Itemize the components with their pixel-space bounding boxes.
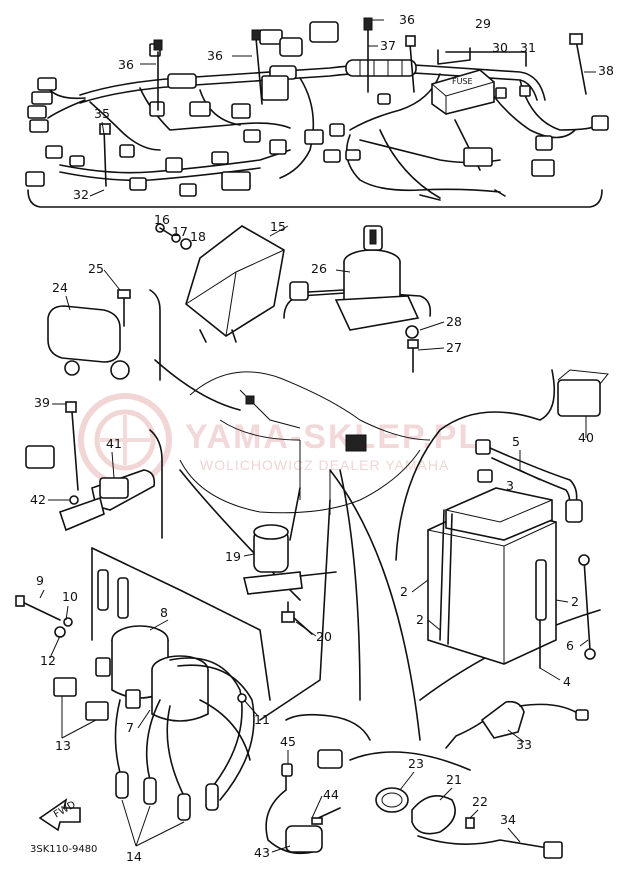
callout-29: 29 — [475, 16, 491, 31]
callout-28: 28 — [446, 314, 462, 329]
callout-43: 43 — [254, 845, 270, 860]
callout-leaders — [39, 19, 596, 853]
callout-18: 18 — [190, 229, 206, 244]
main-switch — [283, 225, 432, 331]
callout-32: 32 — [73, 187, 89, 202]
callout-16: 16 — [154, 212, 170, 227]
ignition-coils — [15, 547, 271, 821]
harness-group-bracket — [27, 189, 603, 208]
callout-23: 23 — [408, 756, 424, 771]
washer-17 — [171, 233, 181, 243]
forward-arrow-icon: FWD — [38, 798, 81, 832]
nut-18 — [180, 238, 192, 250]
speed-sensor-group — [265, 713, 371, 855]
callout-42: 42 — [30, 492, 46, 507]
callout-4: 4 — [563, 674, 571, 689]
watermark-main-text: YAMA-SKLEP.PL — [185, 418, 481, 456]
diagram-reference-code: 3SK110-9480 — [30, 844, 97, 855]
callout-39: 39 — [34, 395, 50, 410]
callout-2: 2 — [571, 594, 579, 609]
battery-group — [395, 369, 609, 701]
screw-20 — [281, 601, 313, 635]
callout-25: 25 — [88, 261, 104, 276]
callout-3: 3 — [506, 478, 514, 493]
callout-7: 7 — [126, 720, 134, 735]
leader-line — [329, 469, 421, 741]
callout-27: 27 — [446, 340, 462, 355]
callout-2: 2 — [400, 584, 408, 599]
rear-brake-switch — [445, 700, 589, 749]
relay-bracket-group — [25, 401, 163, 539]
callout-33: 33 — [516, 737, 532, 752]
callout-12: 12 — [40, 653, 56, 668]
callout-14: 14 — [126, 849, 142, 864]
callout-31: 31 — [520, 40, 536, 55]
main-wire-harness — [47, 59, 601, 199]
callout-20: 20 — [316, 629, 332, 644]
rectifier-regulator — [47, 289, 161, 381]
watermark-sub-text: WOLICHOWICZ DEALER YAMAHA — [200, 457, 449, 473]
washer-28 — [405, 325, 419, 339]
callout-26: 26 — [311, 261, 327, 276]
callout-19: 19 — [225, 549, 241, 564]
callout-15: 15 — [270, 219, 286, 234]
callout-36: 36 — [399, 12, 415, 27]
pickup-coil-group — [349, 751, 563, 859]
callout-24: 24 — [52, 280, 68, 295]
callout-22: 22 — [472, 794, 488, 809]
part-callouts: 36 36 36 37 29 30 31 38 35 32 16 17 18 1… — [30, 12, 614, 864]
callout-13: 13 — [55, 738, 71, 753]
callout-35: 35 — [94, 106, 110, 121]
leader-line — [259, 499, 331, 721]
harness-connectors — [25, 21, 609, 201]
callout-45: 45 — [280, 734, 296, 749]
callout-10: 10 — [62, 589, 78, 604]
callout-6: 6 — [566, 638, 574, 653]
callout-34: 34 — [500, 812, 516, 827]
callout-21: 21 — [446, 772, 462, 787]
ignitor-unit — [185, 225, 285, 343]
callout-37: 37 — [380, 38, 396, 53]
callout-30: 30 — [492, 40, 508, 55]
watermark: YAMA-SKLEP.PL WOLICHOWICZ DEALER YAMAHA — [78, 393, 481, 487]
neutral-switch-19 — [243, 524, 337, 595]
callout-2: 2 — [416, 612, 424, 627]
callout-5: 5 — [512, 434, 520, 449]
leader-line — [339, 469, 361, 701]
callout-9: 9 — [36, 573, 44, 588]
fuse-box-label: FUSE — [452, 77, 473, 86]
callout-41: 41 — [106, 436, 122, 451]
fuse-box: FUSE — [431, 47, 527, 115]
callout-38: 38 — [598, 63, 614, 78]
callout-36: 36 — [207, 48, 223, 63]
callout-36: 36 — [118, 57, 134, 72]
callout-8: 8 — [160, 605, 168, 620]
cable-bands — [99, 17, 587, 187]
frame-outline — [154, 359, 431, 601]
callout-44: 44 — [323, 787, 339, 802]
bolt-27 — [407, 339, 419, 373]
callout-17: 17 — [172, 224, 188, 239]
